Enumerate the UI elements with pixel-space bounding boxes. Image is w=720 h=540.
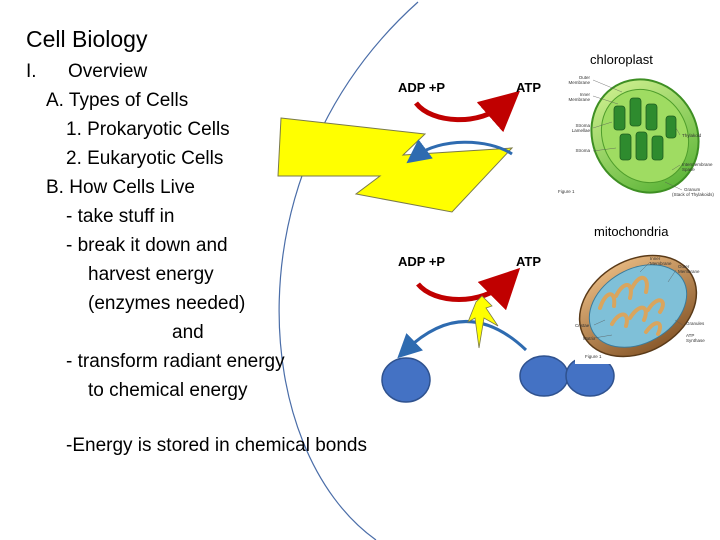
- svg-text:(Stack of Thylakoids): (Stack of Thylakoids): [672, 192, 714, 197]
- circle-left: [381, 357, 431, 403]
- bottom-red-arrow: [416, 267, 521, 311]
- svg-text:Synthase: Synthase: [686, 338, 705, 343]
- divider-arc: [278, 1, 419, 540]
- outline-item: (enzymes needed): [88, 293, 246, 314]
- outline-item: Overview: [68, 61, 148, 82]
- top-adp-label: ADP +P: [398, 80, 446, 95]
- svg-text:Membrane: Membrane: [678, 269, 700, 274]
- mitochondria-caption: mitochondria: [594, 224, 669, 239]
- top-atp-label: ATP: [516, 80, 542, 95]
- svg-text:Matrix: Matrix: [583, 336, 596, 341]
- svg-text:Inner: Inner: [650, 256, 661, 261]
- outline-item: - take stuff in: [66, 206, 175, 227]
- svg-text:Figure 1: Figure 1: [585, 354, 602, 359]
- chloroplast-caption: chloroplast: [590, 52, 653, 67]
- svg-text:Intermembrane: Intermembrane: [682, 162, 713, 167]
- bottom-adp-label: ADP +P: [398, 254, 446, 269]
- outline-item: harvest energy: [88, 264, 214, 285]
- outline-item: B. How Cells Live: [46, 177, 195, 198]
- mitochondria-image: Inner Membrane Outer Membrane Cristae Ma…: [575, 246, 705, 364]
- svg-text:Granum: Granum: [684, 187, 701, 192]
- top-blue-arrow: [406, 139, 513, 164]
- svg-text:Figure 1: Figure 1: [558, 189, 575, 194]
- outline-item: to chemical energy: [88, 380, 248, 401]
- outline-item: - break it down and: [66, 235, 228, 256]
- bottom-blue-arrow: [397, 320, 528, 359]
- bottom-atp-label: ATP: [516, 254, 542, 269]
- outline-item: and: [172, 322, 204, 343]
- outline-item: 1. Prokaryotic Cells: [66, 119, 230, 140]
- slide-title: Cell Biology: [26, 26, 148, 52]
- energy-note: -Energy is stored in chemical bonds: [66, 435, 367, 456]
- svg-text:Inner: Inner: [580, 92, 591, 97]
- outline-item: A. Types of Cells: [46, 90, 189, 111]
- outline-item: - transform radiant energy: [66, 351, 285, 372]
- outline-item: 2. Eukaryotic Cells: [66, 148, 224, 169]
- top-red-arrow: [414, 90, 521, 133]
- svg-text:Membrane: Membrane: [568, 97, 590, 102]
- circle-middle: [519, 355, 569, 397]
- small-lightning-bolt: [467, 295, 499, 349]
- lightning-bolt: [277, 117, 514, 213]
- svg-text:Stroma: Stroma: [575, 148, 590, 153]
- svg-text:Outer: Outer: [579, 75, 591, 80]
- outline-number: I.: [26, 61, 37, 82]
- svg-text:ATP: ATP: [686, 333, 694, 338]
- svg-text:Stroma: Stroma: [575, 123, 590, 128]
- svg-text:Outer: Outer: [678, 264, 690, 269]
- svg-text:Space: Space: [682, 167, 695, 172]
- svg-text:Cristae: Cristae: [575, 323, 590, 328]
- chloroplast-image: Outer Membrane Inner Membrane Stroma Lam…: [555, 72, 714, 200]
- svg-text:Lamellae: Lamellae: [572, 128, 591, 133]
- svg-text:Thylakoid: Thylakoid: [682, 133, 702, 138]
- svg-text:Granules: Granules: [686, 321, 705, 326]
- svg-text:Membrane: Membrane: [650, 261, 672, 266]
- svg-text:Membrane: Membrane: [568, 80, 590, 85]
